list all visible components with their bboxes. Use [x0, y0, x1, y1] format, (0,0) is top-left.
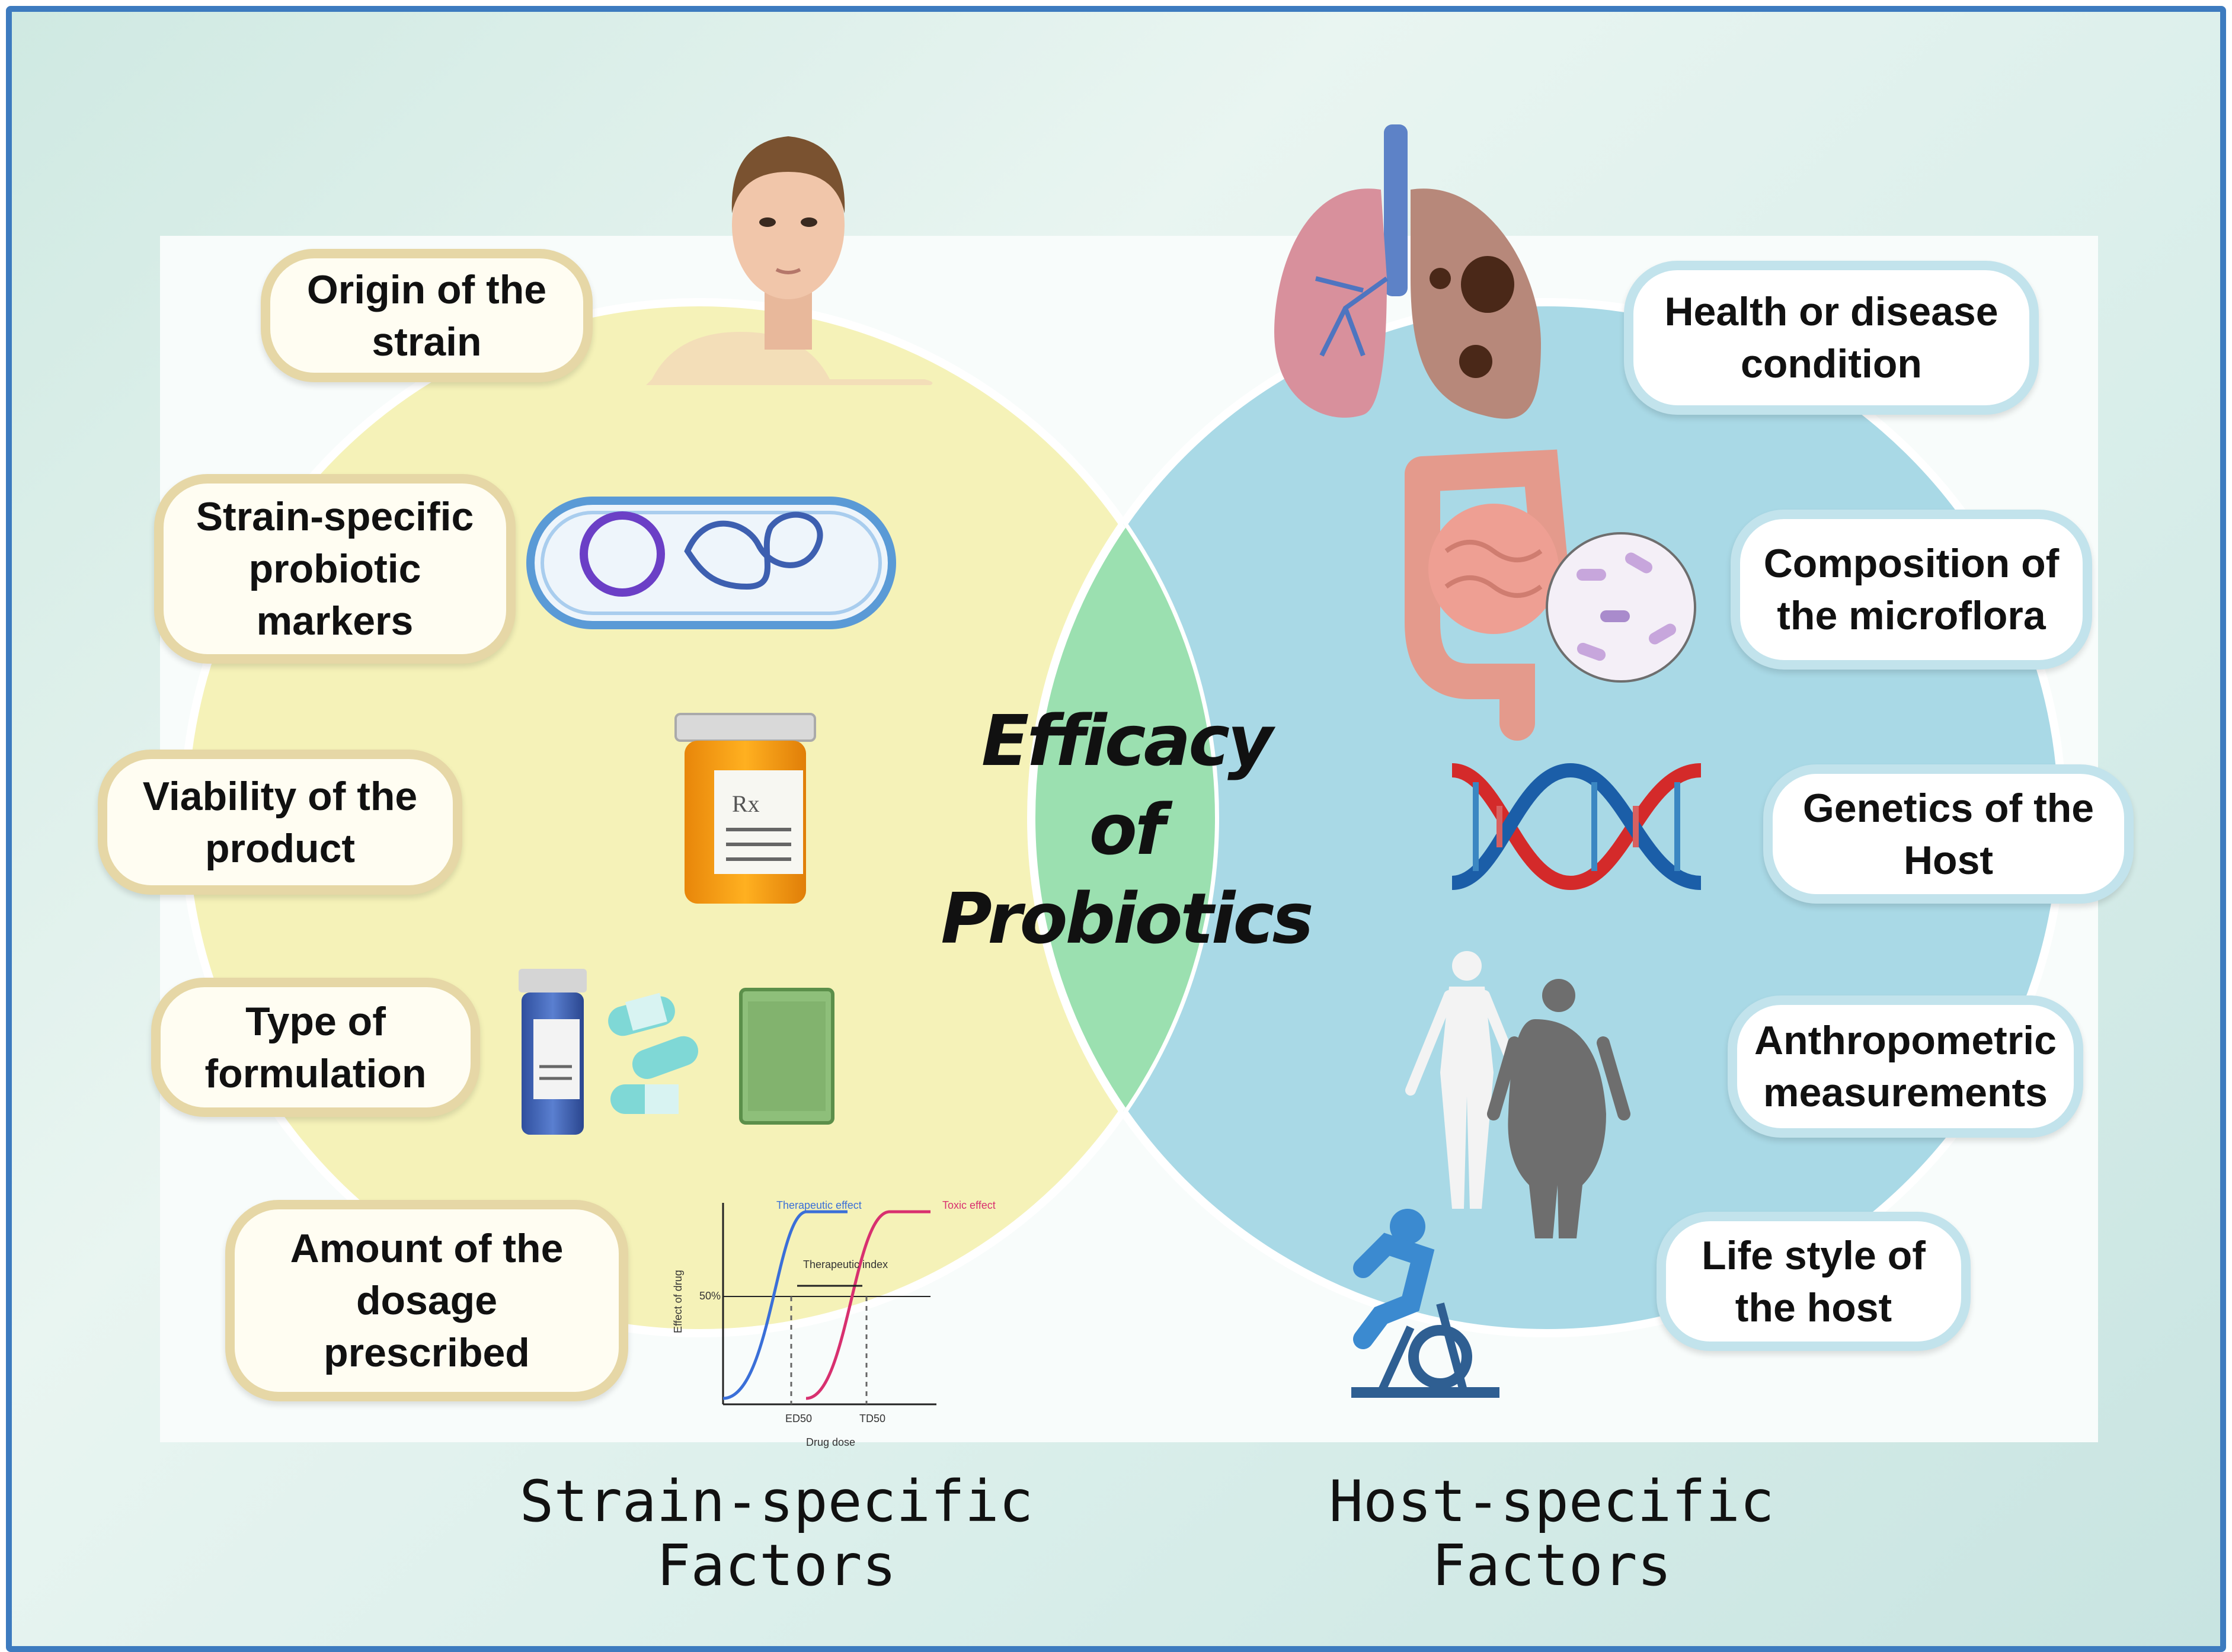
dose-toxic-label: Toxic effect [942, 1199, 996, 1211]
footer-host-specific: Host-specific Factors [1329, 1468, 1774, 1599]
face-icon [646, 136, 933, 385]
lungs-icon [1274, 124, 1541, 419]
dose-therapeutic-label: Therapeutic effect [776, 1199, 862, 1211]
factor-anthropometric: Anthropometric measurements [1728, 995, 2083, 1138]
intestine-icon [1405, 449, 1696, 741]
body-figures-icon [1405, 951, 1630, 1238]
svg-text:Rx: Rx [732, 790, 760, 817]
dose-pct-label: 50% [699, 1290, 721, 1302]
medicine-icon [519, 969, 834, 1135]
dose-response-icon [722, 1203, 936, 1406]
dose-y-label: Effect of drug [672, 1270, 684, 1333]
factor-strain-markers: Strain-specific probiotic markers [154, 474, 516, 664]
factor-microflora: Composition of the microflora [1731, 510, 2092, 670]
exercise-bike-icon [1351, 1209, 1499, 1398]
factor-viability: Viability of the product [98, 750, 462, 895]
center-title: Efficacy of Probiotics [941, 700, 1313, 959]
factor-origin-of-strain: Origin of the strain [261, 249, 593, 382]
dose-index-label: Therapeutic index [803, 1259, 888, 1270]
dna-icon [1451, 763, 1702, 891]
footer-strain-specific: Strain-specific Factors [519, 1468, 1034, 1599]
factor-host-genetics: Genetics of the Host [1763, 764, 2134, 904]
bacterium-icon [526, 497, 896, 629]
dose-x-label: Drug dose [806, 1436, 855, 1448]
factor-health-condition: Health or disease condition [1624, 261, 2039, 415]
dose-td-label: TD50 [859, 1413, 885, 1424]
factor-dosage: Amount of the dosage prescribed [225, 1200, 628, 1401]
overlap-region [1027, 302, 1215, 1333]
pill-bottle-icon: Rx [674, 713, 816, 904]
dose-ed-label: ED50 [785, 1413, 812, 1424]
factor-lifestyle: Life style of the host [1657, 1212, 1971, 1351]
factor-formulation: Type of formulation [151, 978, 480, 1117]
